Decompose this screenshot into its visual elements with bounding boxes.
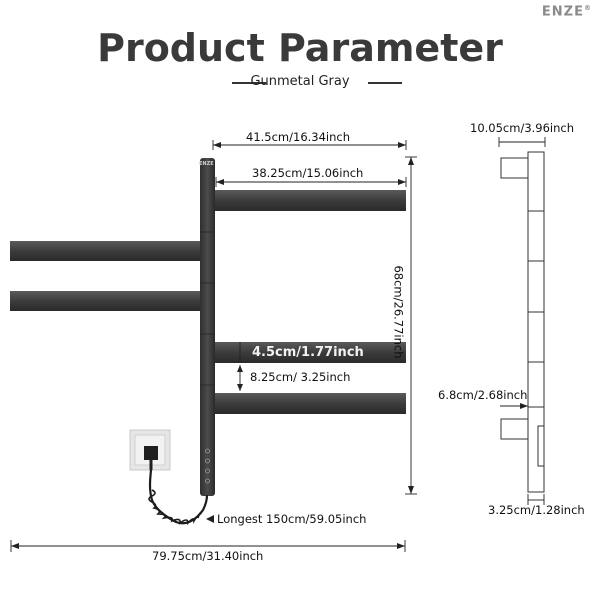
dim-side-mid: 6.8cm/2.68inch [438,388,528,402]
dim-arm-length: 38.25cm/15.06inch [252,166,364,180]
vertical-post [200,158,215,496]
left-towel-bar-lower [10,291,202,311]
control-button-icon [205,478,210,484]
subtitle-divider-right [368,82,402,84]
left-towel-bar-upper [10,241,202,261]
subtitle-divider-left [232,82,266,84]
dim-bar-thickness: 4.5cm/1.77inch [252,345,364,360]
plug-icon [144,446,158,460]
side-view-top-bracket [500,157,529,179]
control-button-icon [205,468,210,474]
control-button-icon [205,448,210,454]
coiled-cord [148,469,209,525]
page-title: Product Parameter [97,26,503,70]
side-view-bottom-bracket [500,418,529,440]
brand-logo: ENZE® [541,4,592,20]
dim-span-width: 79.75cm/31.40inch [152,549,264,563]
dim-side-post: 3.25cm/1.28inch [488,503,585,517]
right-towel-bar-bottom [214,393,406,414]
dim-bar-gap: 8.25cm/ 3.25inch [250,370,351,384]
dim-cord-length: Longest 150cm/59.05inch [217,512,367,526]
post-logo: ENZE [199,161,214,167]
right-towel-bar-middle [214,342,406,363]
dim-side-depth: 10.05cm/3.96inch [470,121,575,135]
dim-height: 68cm/26.77inch [391,265,406,359]
control-button-icon [205,458,210,464]
dim-total-width: 41.5cm/16.34inch [246,130,351,144]
right-towel-bar-top [214,190,406,211]
page-subtitle: Gunmetal Gray [250,74,350,89]
